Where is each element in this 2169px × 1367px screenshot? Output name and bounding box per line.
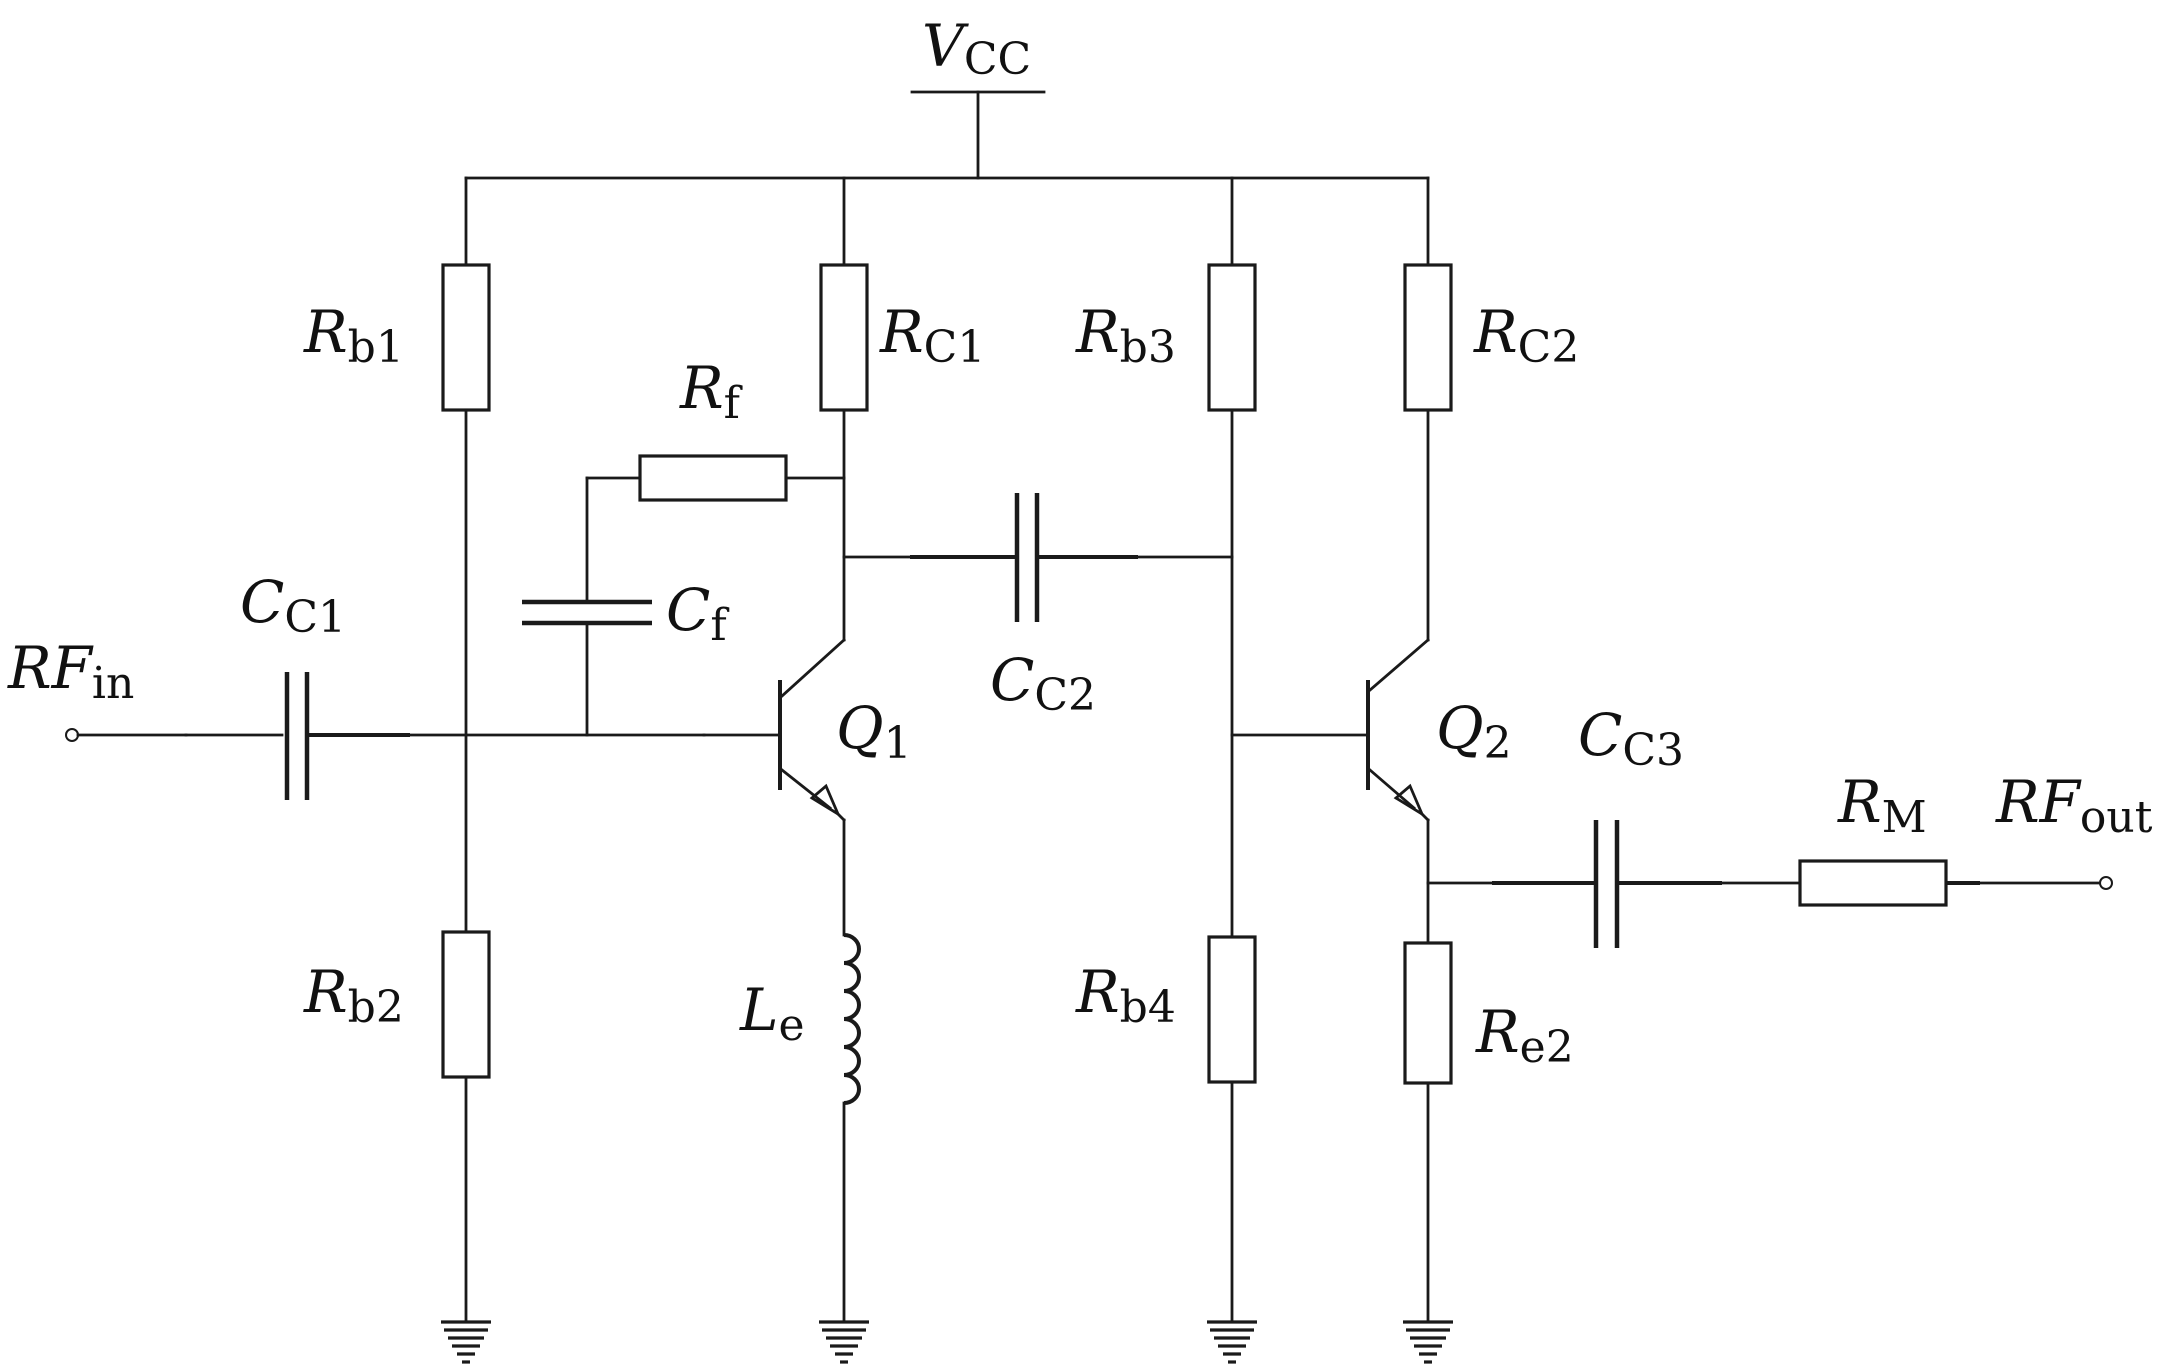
label-q2: Q2 — [1436, 694, 1512, 769]
input-network — [65, 672, 706, 800]
label-rm: RM — [1837, 768, 1927, 843]
column-rc1-q1-le — [702, 176, 869, 1364]
ground-symbol — [1207, 1320, 1257, 1364]
label-rfin: RFin — [7, 634, 134, 709]
inductor-le — [843, 933, 861, 1105]
label-cc3: CC3 — [1578, 701, 1684, 776]
label-rf: Rf — [679, 354, 743, 429]
label-rb4: Rb4 — [1075, 958, 1176, 1033]
label-cc1: CC1 — [240, 568, 346, 643]
ground-symbol — [1403, 1320, 1453, 1364]
label-rfout: RFout — [1995, 768, 2153, 843]
ground-symbol — [441, 1320, 491, 1364]
label-rc1: RC1 — [879, 298, 985, 373]
column-rb3-rb4 — [1207, 176, 1257, 1364]
label-cf: Cf — [666, 576, 729, 651]
rfout-terminal — [2099, 876, 2113, 890]
vcc-supply — [464, 90, 1430, 180]
resistor-rb1 — [441, 263, 491, 412]
resistor-rm — [1798, 859, 1948, 907]
column-rc2-q2-re2 — [1230, 176, 1453, 1364]
resistor-rb3 — [1207, 263, 1257, 412]
label-vcc: VCC — [922, 12, 1031, 85]
label-le: Le — [739, 976, 805, 1051]
transistor-q1 — [702, 638, 846, 822]
resistor-rb4 — [1207, 935, 1257, 1084]
label-cc2: CC2 — [990, 646, 1096, 721]
rfin-terminal — [65, 728, 79, 742]
label-re2: Re2 — [1475, 998, 1574, 1073]
resistor-rc2 — [1403, 263, 1453, 412]
interstage-coupling — [842, 493, 1234, 622]
label-rb3: Rb3 — [1075, 298, 1176, 373]
label-rb2: Rb2 — [303, 958, 404, 1033]
resistor-rf — [638, 454, 788, 502]
transistor-q2 — [1230, 638, 1430, 822]
ground-symbol — [819, 1320, 869, 1364]
resistor-rc1 — [819, 263, 869, 412]
label-rb1: Rb1 — [303, 298, 404, 373]
column-rb1-rb2 — [441, 176, 491, 1364]
resistor-re2 — [1403, 941, 1453, 1085]
feedback-network — [522, 454, 846, 737]
label-rc2: RC2 — [1473, 298, 1579, 373]
output-network — [1426, 820, 2113, 948]
resistor-rb2 — [441, 930, 491, 1079]
label-q1: Q1 — [836, 694, 912, 769]
